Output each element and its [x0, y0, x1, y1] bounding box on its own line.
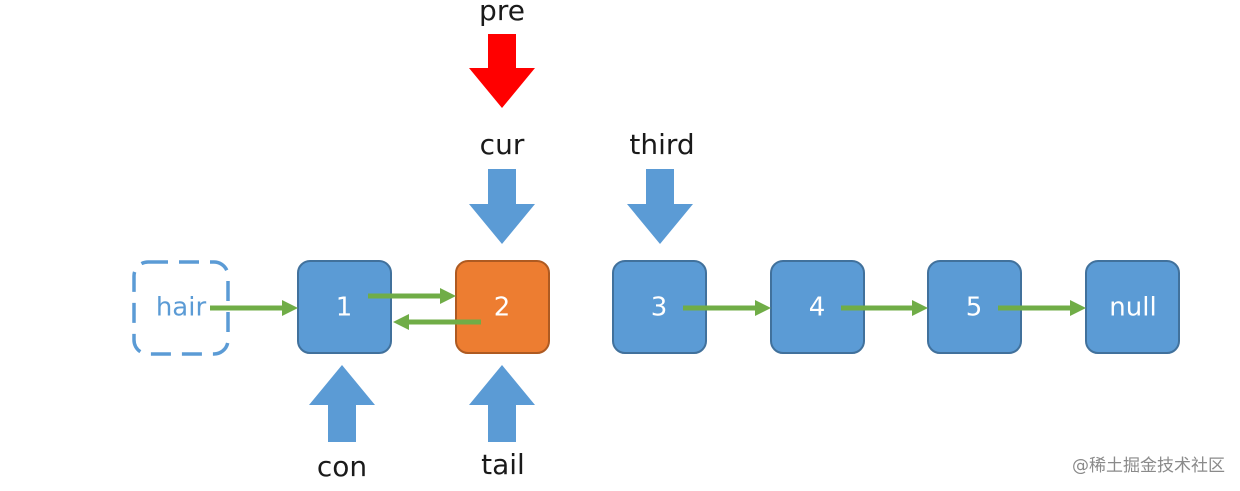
third-pointer-arrow: [627, 169, 693, 244]
node-5-label: 5: [966, 293, 983, 323]
link-3-to-4: [683, 300, 771, 316]
tail-label: tail: [481, 448, 525, 481]
link-4-to-5: [841, 300, 928, 316]
node-4-label: 4: [809, 293, 826, 323]
link-5-to-null: [998, 300, 1086, 316]
cur-pointer-arrow: [469, 169, 535, 244]
link-1-to-2: [368, 288, 456, 304]
hair-node-label: hair: [156, 293, 207, 323]
link-hair-to-1: [210, 300, 298, 316]
pre-pointer-arrow: [469, 34, 535, 108]
tail-pointer-arrow: [469, 365, 535, 442]
node-1: [297, 260, 392, 354]
node-2-label: 2: [494, 293, 511, 323]
cur-label: cur: [480, 128, 525, 161]
con-label: con: [317, 450, 367, 483]
node-1-label: 1: [336, 293, 353, 323]
watermark: @稀土掘金技术社区: [1072, 456, 1225, 476]
link-2-to-1: [393, 314, 481, 330]
null-node: [1085, 260, 1180, 354]
third-label: third: [629, 128, 694, 161]
node-3-label: 3: [651, 293, 668, 323]
hair-node: [132, 260, 230, 356]
pre-label: pre: [479, 0, 525, 27]
null-node-label: null: [1109, 293, 1156, 323]
con-pointer-arrow: [309, 365, 375, 442]
node-2: [455, 260, 550, 354]
